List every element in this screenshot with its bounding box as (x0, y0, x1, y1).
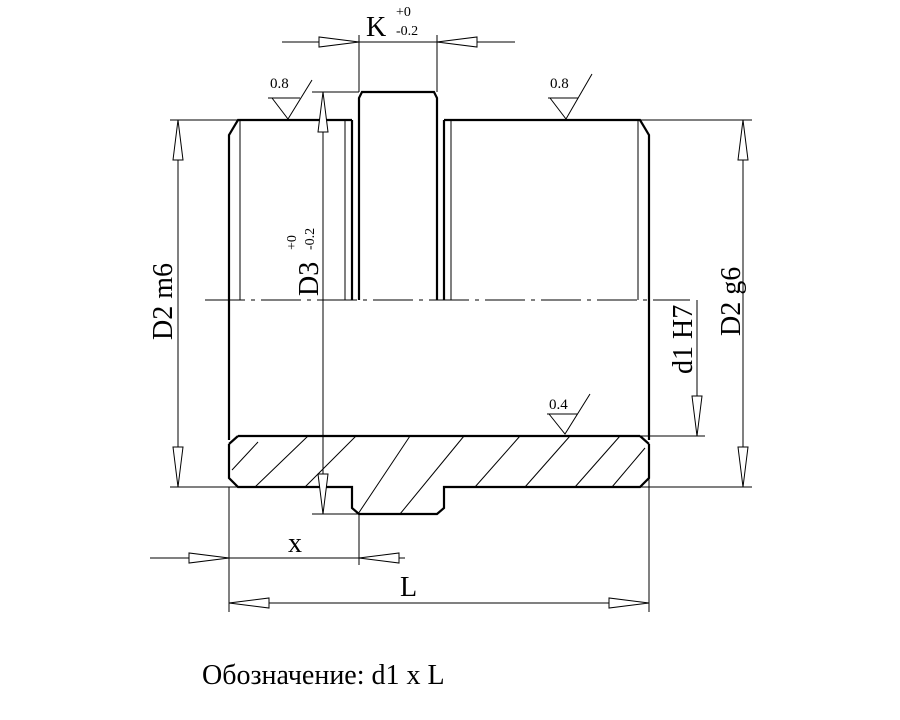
dimension-d2-right: D2 g6 (640, 119, 752, 488)
roughness-symbol-bore: 0.4 (547, 393, 591, 435)
designation-caption: Обозначение: d1 x L (202, 660, 445, 691)
d3-tol-lower: -0.2 (303, 228, 318, 250)
roughness-symbol-left: 0.8 (268, 76, 313, 120)
svg-text:0.8: 0.8 (550, 76, 569, 92)
dimension-d2-left: D2 m6 (148, 119, 238, 488)
k-tol-upper: +0 (396, 5, 411, 20)
d1-label: d1 H7 (668, 305, 699, 374)
hatched-section (227, 435, 651, 516)
d3-label: D3 (294, 262, 325, 296)
dimension-d3: D3 +0 -0.2 (285, 91, 359, 515)
svg-text:0.4: 0.4 (549, 397, 568, 413)
dimension-x: x (150, 487, 405, 612)
dimension-d1: d1 H7 (640, 300, 705, 437)
svg-text:0.8: 0.8 (270, 76, 289, 92)
d2-right-label: D2 g6 (716, 267, 747, 336)
dimension-l: L (228, 478, 650, 612)
l-label: L (400, 572, 417, 603)
k-label: K (366, 12, 386, 43)
dimension-k: K +0 -0.2 (282, 5, 515, 92)
d2-left-label: D2 m6 (148, 263, 179, 340)
d3-tol-upper: +0 (285, 235, 300, 250)
k-tol-lower: -0.2 (396, 24, 418, 39)
roughness-symbol-right: 0.8 (548, 73, 593, 120)
bushing-body-outline (227, 90, 651, 440)
x-label: x (288, 528, 302, 559)
